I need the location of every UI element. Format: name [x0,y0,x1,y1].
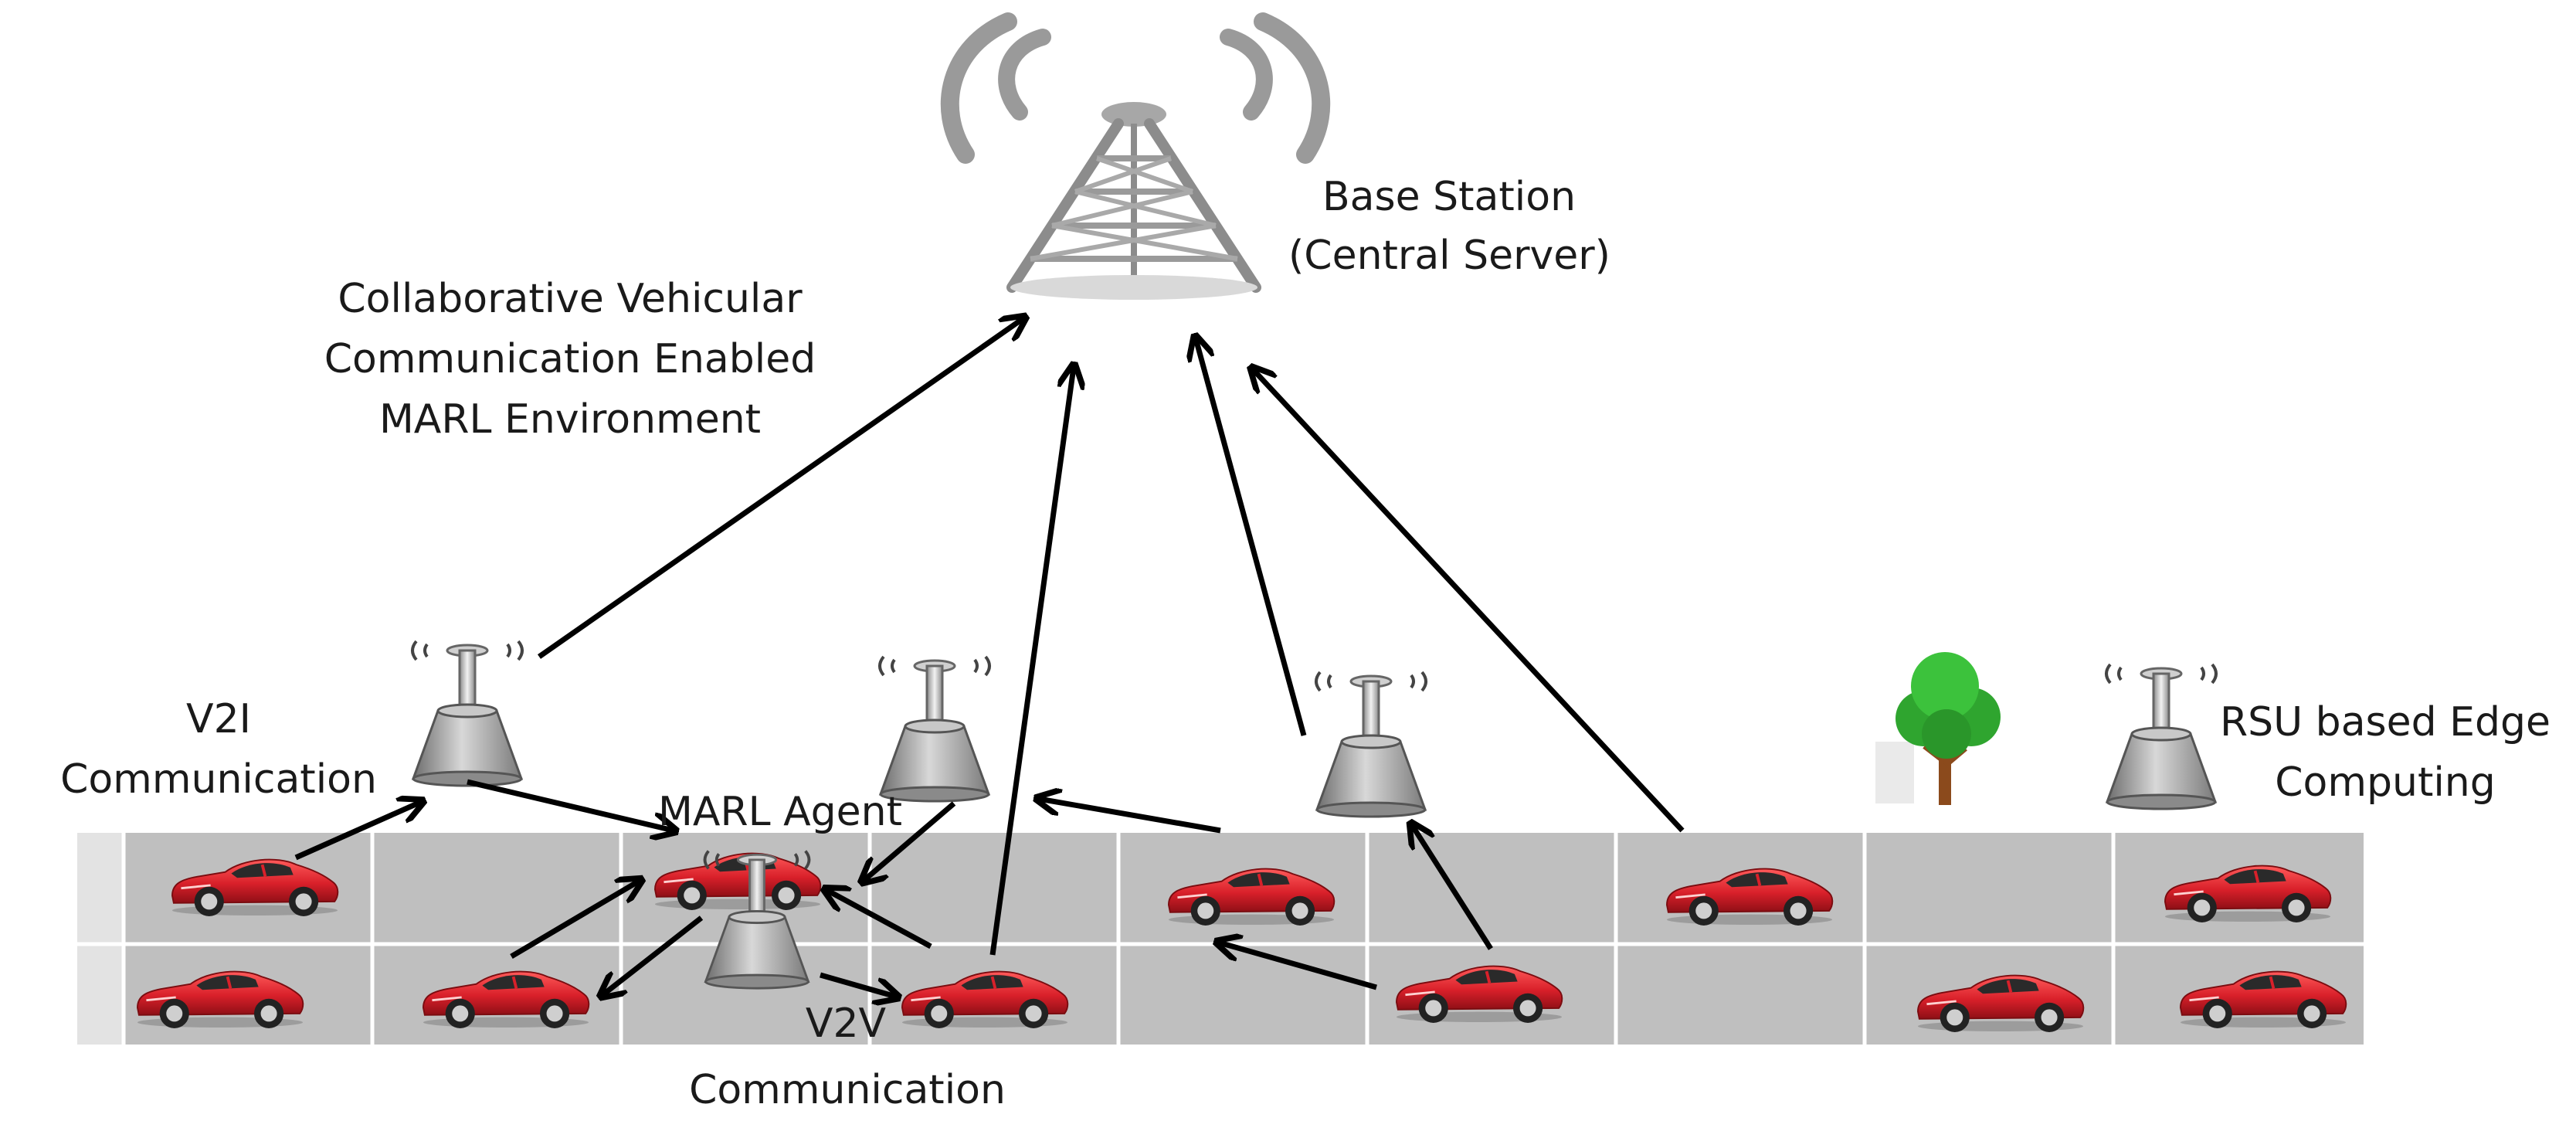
v2v-label-line2: Communication [689,1067,1006,1113]
arrow-car-to-rsu [1412,825,1493,950]
v2i-label-line2: Communication [60,756,377,803]
environment-label-line3: MARL Environment [379,396,761,443]
arrow-rsu-to-base-station [537,318,1023,659]
rsu-icon [878,655,991,803]
arrow-car-to-car-v2v [1219,943,1377,990]
arrow-car-to-marl-agent-v2v [826,890,932,949]
base-station-label-line1: Base Station [1322,174,1576,220]
arrow-rsu-to-marl-agent [467,779,674,831]
rsu-label-line2: Computing [2275,759,2496,806]
environment-label-line2: Communication Enabled [324,336,816,382]
arrow-marl-agent-to-car-v2v [602,915,704,995]
v2v-label-line1: V2V [806,1000,887,1047]
arrow-rsu-to-base-station [1196,338,1307,736]
arrow-car-to-rsu [1039,799,1221,834]
rsu-icon [2105,663,2218,810]
base-station-tower-icon [940,12,1331,300]
rsu-icon [411,640,524,787]
rsu-icon [1315,671,1427,818]
communication-arrows [294,318,1685,997]
v2i-label-line1: V2I [186,696,251,742]
arrow-car-to-rsu-v2i [294,802,421,861]
tree-icon [1875,652,2001,805]
marl-agent-label: MARL Agent [658,789,902,835]
environment-label-line1: Collaborative Vehicular [338,276,803,322]
base-station-label-line2: (Central Server) [1288,233,1610,279]
arrow-car-to-marl-agent-v2v [510,881,640,960]
rsu-label-line1: RSU based Edge [2220,699,2551,746]
labels: Base Station (Central Server) Collaborat… [60,174,2551,1113]
arrow-marl-agent-to-car-v2v [820,972,896,997]
arrow-car-to-base-station [989,367,1074,956]
arrow-car-to-base-station [1253,369,1685,833]
arrow-rsu-to-marl-agent [864,801,956,881]
